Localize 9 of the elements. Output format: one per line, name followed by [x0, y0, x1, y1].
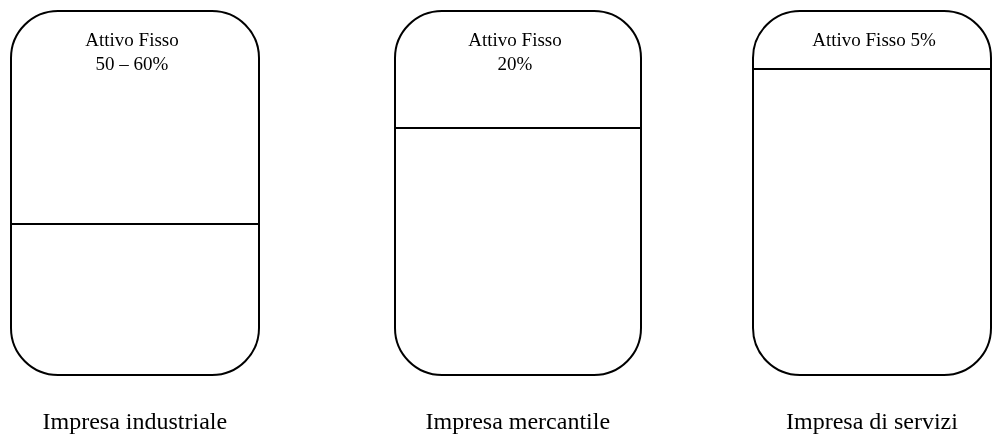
section-label: Attivo Fisso 5%: [811, 28, 937, 52]
section-label: Attivo Fisso 50 – 60%: [84, 28, 180, 76]
node-label: Impresa di servizi: [786, 408, 958, 435]
section-label: Attivo Fisso 20%: [467, 28, 563, 76]
rounded-box: [752, 10, 992, 376]
node-label: Impresa mercantile: [425, 408, 611, 435]
rounded-box: [10, 10, 260, 376]
rounded-box: [394, 10, 642, 376]
node-label: Impresa industriale: [42, 408, 228, 435]
